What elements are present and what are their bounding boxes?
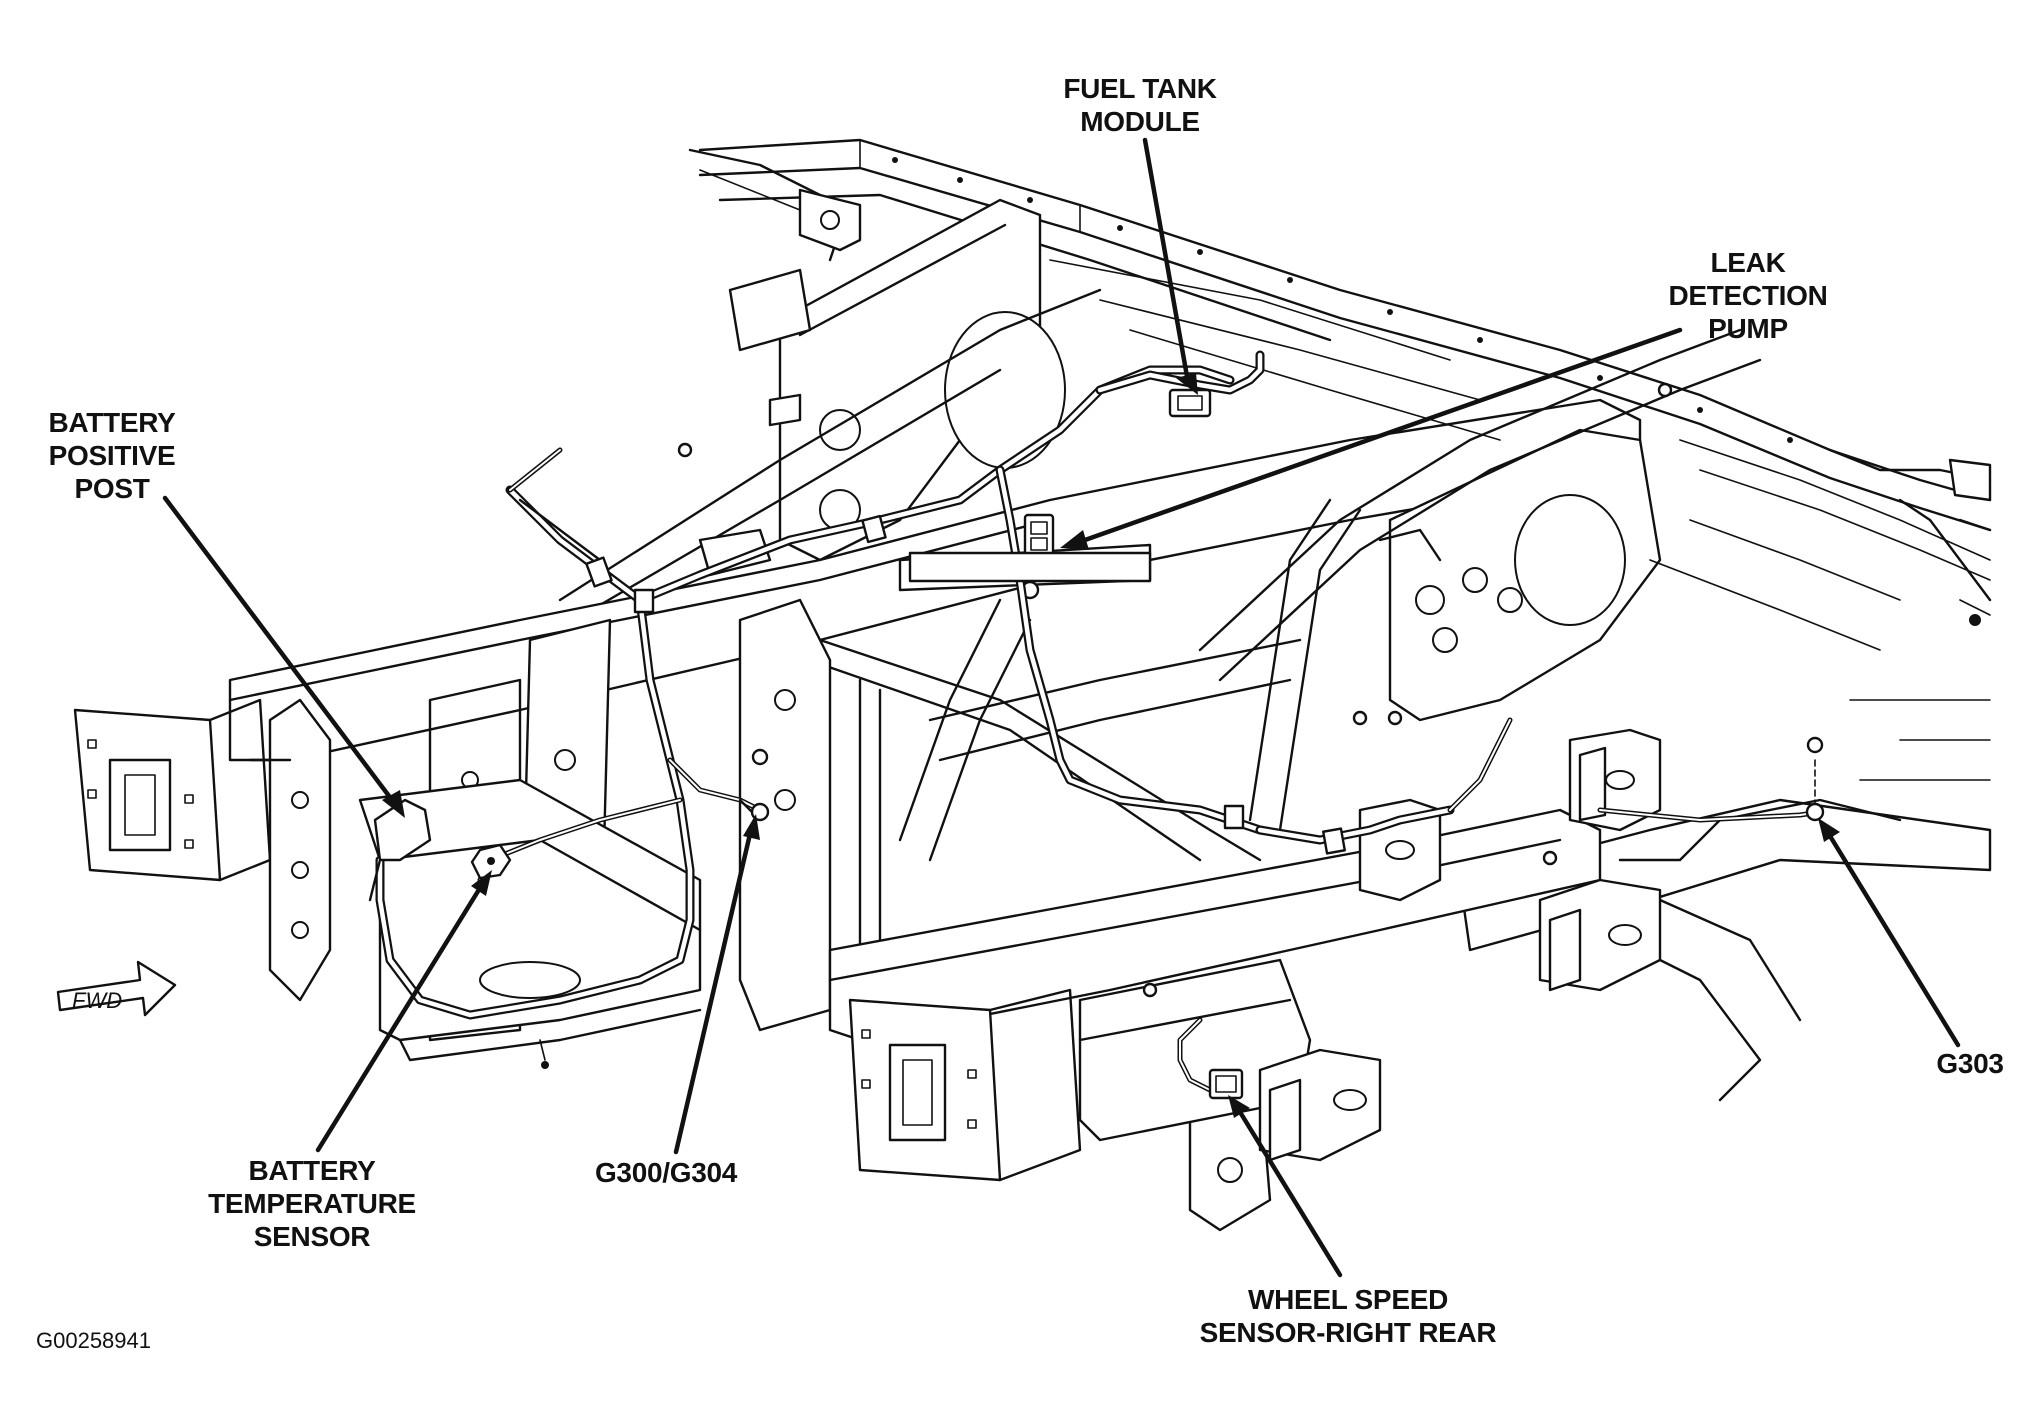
callout-leak-detection-pump-line1: LEAK bbox=[1710, 247, 1785, 278]
battery-positive-post-terminal bbox=[368, 798, 432, 902]
chassis-frame-drawing bbox=[73, 138, 1992, 1232]
callout-battery-temperature-sensor-line1: BATTERY bbox=[248, 1155, 376, 1186]
ground-g303 bbox=[1805, 759, 1825, 822]
callout-leader-lines bbox=[162, 137, 1961, 1278]
wheel-speed-sensor-right-rear bbox=[1208, 1068, 1244, 1100]
callout-battery-positive-post-line1: BATTERY bbox=[48, 407, 176, 438]
callout-fuel-tank-module-line2: MODULE bbox=[1080, 106, 1200, 137]
callout-leak-detection-pump-line2: DETECTION bbox=[1668, 280, 1827, 311]
fuel-tank-module-connector bbox=[1168, 388, 1212, 418]
leak-detection-pump bbox=[908, 513, 1152, 583]
callout-wheel-speed-sensor-line2: SENSOR-RIGHT REAR bbox=[1200, 1317, 1497, 1348]
callout-battery-temperature-sensor-line2: TEMPERATURE bbox=[208, 1188, 416, 1219]
callout-leak-detection-pump: LEAK DETECTION PUMP bbox=[1668, 247, 1827, 344]
callout-g300-g304: G300/G304 bbox=[595, 1157, 738, 1188]
callout-battery-positive-post-line2: POSITIVE bbox=[49, 440, 176, 471]
figure-id: G00258941 bbox=[36, 1328, 151, 1353]
battery-temperature-sensor bbox=[470, 843, 512, 880]
callout-fuel-tank-module: FUEL TANK MODULE bbox=[1063, 73, 1217, 137]
forward-direction-arrow-icon: FWD bbox=[56, 960, 177, 1017]
callout-wheel-speed-sensor-line1: WHEEL SPEED bbox=[1248, 1284, 1448, 1315]
callout-leak-detection-pump-line3: PUMP bbox=[1708, 313, 1788, 344]
callout-battery-temperature-sensor-line3: SENSOR bbox=[254, 1221, 371, 1252]
callout-fuel-tank-module-line1: FUEL TANK bbox=[1063, 73, 1216, 104]
callout-wheel-speed-sensor-right-rear: WHEEL SPEED SENSOR-RIGHT REAR bbox=[1200, 1284, 1497, 1348]
callout-battery-temperature-sensor: BATTERY TEMPERATURE SENSOR bbox=[208, 1155, 416, 1252]
callout-battery-positive-post-line3: POST bbox=[74, 473, 149, 504]
callout-g303: G303 bbox=[1936, 1048, 2003, 1079]
callout-battery-positive-post: BATTERY POSITIVE POST bbox=[48, 407, 176, 504]
fwd-label: FWD bbox=[72, 988, 122, 1013]
